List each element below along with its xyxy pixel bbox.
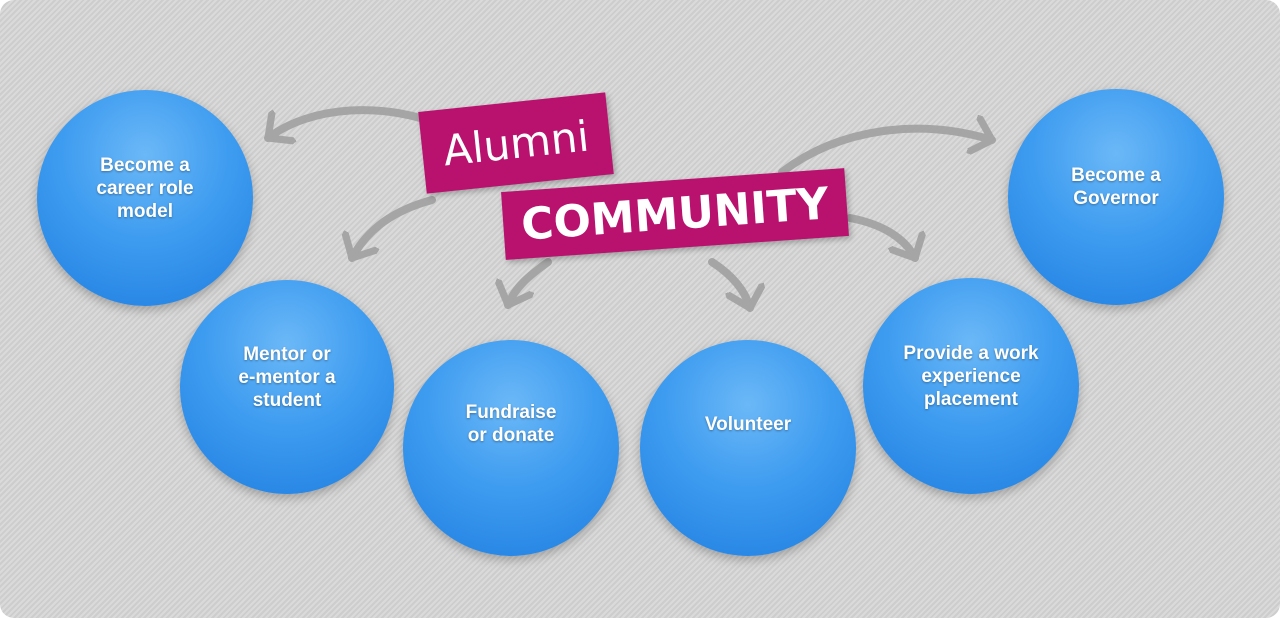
arrow-to-work-experience	[846, 214, 915, 262]
arrow-to-mentor	[352, 196, 436, 262]
circle-label: Provide a work experience placement	[903, 342, 1039, 410]
circle-work-experience-placement: Provide a work experience placement	[863, 278, 1079, 494]
circle-label: Become a career role model	[96, 154, 194, 222]
circle-label: Become a Governor	[1071, 165, 1161, 209]
circle-label: Volunteer	[704, 413, 792, 435]
arrow-to-volunteer	[708, 258, 750, 312]
circle-volunteer: Volunteer	[640, 340, 856, 556]
arrow-to-governor	[778, 129, 996, 176]
circle-fundraise-or-donate: Fundraise or donate	[403, 340, 619, 556]
circle-mentor-student: Mentor or e-mentor a student	[180, 280, 394, 494]
circle-become-career-role-model: Become a career role model	[37, 90, 253, 306]
circle-label: Mentor or e-mentor a student	[238, 343, 336, 411]
arrow-to-fundraise	[508, 258, 552, 309]
circle-label: Fundraise or donate	[465, 402, 557, 446]
circle-become-governor: Become a Governor	[1008, 89, 1224, 305]
